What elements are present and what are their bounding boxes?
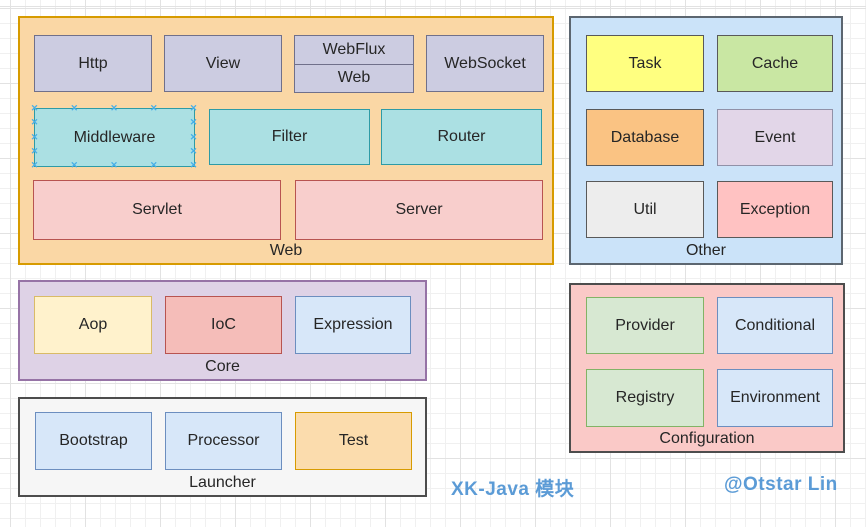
group-launcher[interactable]: Bootstrap Processor Test Launcher: [18, 397, 427, 497]
selection-handle[interactable]: ✕: [110, 160, 118, 170]
group-core[interactable]: Aop IoC Expression Core: [18, 280, 427, 381]
node-router-label: Router: [437, 128, 486, 145]
node-expression[interactable]: Expression: [295, 296, 411, 354]
group-launcher-label: Launcher: [189, 474, 256, 491]
node-util[interactable]: Util: [586, 181, 704, 238]
node-registry[interactable]: Registry: [586, 369, 704, 427]
node-websocket-label: WebSocket: [444, 54, 526, 72]
node-webflux-label: WebFlux: [322, 40, 386, 58]
node-bootstrap[interactable]: Bootstrap: [35, 412, 152, 470]
node-webflux[interactable]: WebFlux: [295, 36, 413, 65]
node-exception[interactable]: Exception: [717, 181, 833, 238]
selection-handle[interactable]: ✕: [149, 160, 158, 170]
selection-handle[interactable]: ✕: [189, 131, 198, 142]
selection-handle[interactable]: ✕: [189, 145, 198, 156]
node-processor[interactable]: Processor: [165, 412, 282, 470]
node-exception-label: Exception: [739, 200, 811, 218]
node-middleware[interactable]: Middleware ✕ ✕ ✕ ✕ ✕ ✕ ✕ ✕ ✕ ✕ ✕ ✕ ✕ ✕ ✕ ✕: [31, 104, 198, 170]
node-servlet-label: Servlet: [132, 201, 182, 218]
selection-handle[interactable]: ✕: [70, 160, 79, 170]
node-http[interactable]: Http: [34, 35, 152, 92]
node-ioc[interactable]: IoC: [165, 296, 282, 354]
node-webflux-web[interactable]: WebFlux Web: [294, 35, 414, 93]
node-filter-label: Filter: [271, 128, 308, 145]
node-servlet[interactable]: Servlet: [33, 180, 281, 240]
node-cache[interactable]: Cache: [717, 35, 833, 92]
node-websocket[interactable]: WebSocket: [426, 35, 544, 92]
group-other[interactable]: Task Cache Database Event Util Exception…: [569, 16, 843, 265]
author-signature[interactable]: @Otstar Lin: [724, 474, 838, 495]
node-environment[interactable]: Environment: [717, 369, 833, 427]
node-view[interactable]: View: [164, 35, 282, 92]
group-configuration-label: Configuration: [659, 430, 755, 447]
node-router[interactable]: Router: [381, 109, 542, 165]
node-server[interactable]: Server: [295, 180, 543, 240]
node-bootstrap-label: Bootstrap: [59, 432, 128, 449]
group-other-label: Other: [685, 242, 726, 259]
selection-handle[interactable]: ✕: [189, 160, 198, 170]
selection-handle[interactable]: ✕: [30, 103, 39, 113]
node-event[interactable]: Event: [717, 109, 833, 166]
node-ioc-label: IoC: [211, 316, 236, 333]
selection-handle[interactable]: ✕: [70, 103, 79, 113]
node-conditional[interactable]: Conditional: [717, 297, 833, 354]
selection-handle[interactable]: ✕: [149, 103, 158, 113]
node-registry-label: Registry: [615, 389, 675, 406]
node-conditional-label: Conditional: [734, 316, 816, 334]
node-test-label: Test: [338, 432, 369, 449]
selection-handle[interactable]: ✕: [30, 145, 39, 156]
node-filter[interactable]: Filter: [209, 109, 370, 165]
node-view-label: View: [205, 54, 241, 72]
node-aop-label: Aop: [78, 316, 108, 333]
selection-handle[interactable]: ✕: [110, 103, 118, 113]
selection-handle[interactable]: ✕: [30, 131, 39, 142]
node-event-label: Event: [754, 128, 796, 146]
node-task[interactable]: Task: [586, 35, 704, 92]
node-processor-label: Processor: [187, 432, 260, 449]
node-database-label: Database: [610, 128, 680, 146]
node-server-label: Server: [395, 201, 443, 218]
node-task-label: Task: [628, 54, 662, 72]
group-web[interactable]: Http View WebFlux Web WebSocket Middlewa…: [18, 16, 554, 265]
group-web-label: Web: [269, 242, 303, 259]
node-expression-label: Expression: [313, 316, 393, 333]
node-provider[interactable]: Provider: [586, 297, 704, 354]
node-util-label: Util: [633, 200, 657, 218]
diagram-title[interactable]: XK-Java 模块: [451, 479, 575, 500]
node-provider-label: Provider: [615, 316, 675, 334]
group-core-label: Core: [205, 358, 240, 375]
node-aop[interactable]: Aop: [34, 296, 152, 354]
node-test[interactable]: Test: [295, 412, 412, 470]
group-configuration[interactable]: Provider Conditional Registry Environmen…: [569, 283, 845, 453]
node-web[interactable]: Web: [295, 65, 413, 93]
node-environment-label: Environment: [730, 389, 820, 406]
node-database[interactable]: Database: [586, 109, 704, 166]
node-cache-label: Cache: [751, 54, 799, 72]
selection-handle[interactable]: ✕: [30, 160, 39, 170]
node-web-label: Web: [337, 69, 371, 87]
selection-handle[interactable]: ✕: [189, 103, 198, 113]
selection-handle[interactable]: ✕: [189, 117, 198, 128]
selection-handle[interactable]: ✕: [30, 117, 39, 128]
node-middleware-label: Middleware: [73, 128, 156, 146]
node-http-label: Http: [78, 54, 108, 72]
